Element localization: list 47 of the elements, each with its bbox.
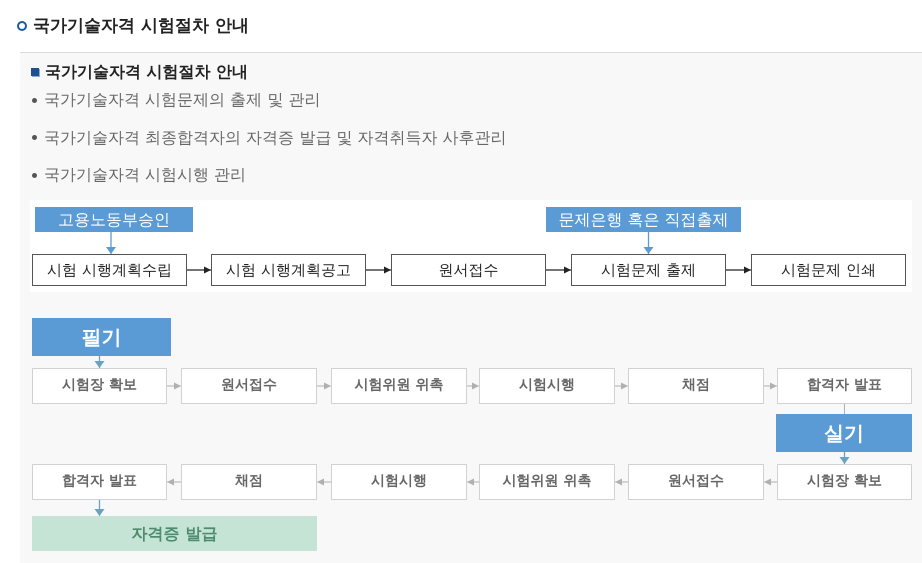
arrow — [546, 266, 571, 274]
arrow — [366, 266, 391, 274]
section-heading: 국가기술자격 시험절차 안내 — [45, 61, 248, 83]
arrow — [166, 478, 182, 486]
arrow — [764, 478, 778, 486]
process-box: 시험 시행계획수립 — [32, 254, 187, 286]
arrow — [466, 382, 480, 390]
bullet-text: 국가기술자격 최종합격자의 자격증 발급 및 자격취득자 사후관리 — [44, 126, 507, 148]
arrow — [466, 478, 480, 486]
step-box: 합격자 발표 — [32, 464, 167, 500]
arrow — [166, 382, 182, 390]
process-box: 시험 시행계획공고 — [211, 254, 366, 286]
step-box: 시험위원 위촉 — [331, 368, 467, 404]
arrow — [316, 382, 332, 390]
arrow — [726, 266, 751, 274]
step-box: 시험장 확보 — [777, 464, 912, 500]
bullet-text: 국가기술자격 시험시행 관리 — [44, 164, 246, 186]
arrow — [840, 452, 850, 464]
arrow — [614, 478, 628, 486]
arrow — [94, 500, 104, 516]
step-box: 채점 — [628, 368, 764, 404]
phase-header: 실기 — [776, 414, 912, 452]
step-box: 합격자 발표 — [777, 368, 912, 404]
process-box: 원서접수 — [391, 254, 546, 286]
arrow — [316, 478, 332, 486]
arrow — [644, 232, 654, 254]
arrow — [764, 382, 778, 390]
connector-line — [844, 404, 845, 414]
step-box: 시험위원 위촉 — [479, 464, 615, 500]
note-box: 고용노동부승인 — [35, 207, 193, 232]
result-box: 자격증 발급 — [32, 516, 317, 551]
phase-header: 필기 — [32, 318, 171, 356]
arrow — [94, 356, 104, 368]
arrow — [187, 266, 211, 274]
step-box: 시험시행 — [479, 368, 615, 404]
step-box: 원서접수 — [628, 464, 764, 500]
step-box: 시험시행 — [331, 464, 467, 500]
step-box: 채점 — [181, 464, 317, 500]
process-box: 시험문제 출제 — [571, 254, 726, 286]
step-box: 원서접수 — [181, 368, 317, 404]
step-box: 시험장 확보 — [32, 368, 167, 404]
process-box: 시험문제 인쇄 — [751, 254, 906, 286]
note-box: 문제은행 혹은 직접출제 — [546, 207, 741, 232]
arrow — [614, 382, 628, 390]
arrow — [106, 232, 116, 254]
bullet-text: 국가기술자격 시험문제의 출제 및 관리 — [44, 89, 320, 111]
page-title: 국가기술자격 시험절차 안내 — [33, 15, 249, 38]
